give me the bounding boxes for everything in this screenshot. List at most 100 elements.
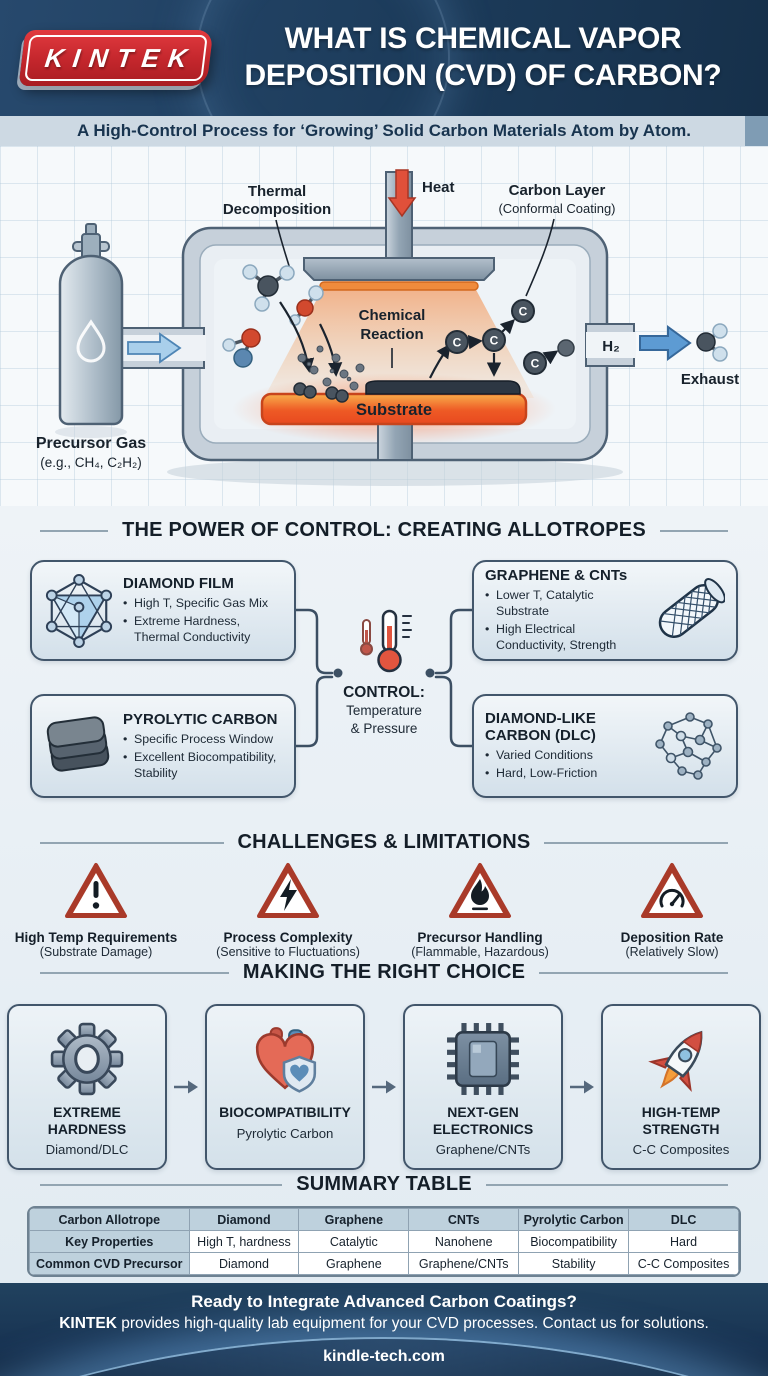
table-row: Key Properties High T, hardness Catalyti… [29, 1230, 739, 1253]
heading-rule [539, 971, 728, 974]
challenge-subtitle: (Substrate Damage) [39, 945, 153, 959]
heat-group: Heat [387, 169, 455, 218]
heading-rule [40, 841, 224, 844]
footer: Ready to Integrate Advanced Carbon Coati… [0, 1283, 768, 1376]
challenge-deposition-rate: Deposition Rate (Relatively Slow) [576, 862, 768, 959]
outlet-pipe: H₂ [585, 323, 636, 367]
choice-card-high-temp-strength: HIGH-TEMP STRENGTH C-C Composites [601, 1004, 761, 1170]
footer-brand: KINTEK [59, 1315, 117, 1332]
heading-rule [40, 1183, 283, 1186]
kintek-logo: KINTEK [18, 30, 214, 86]
control-connector-lines [294, 608, 474, 748]
page-title: WHAT IS CHEMICAL VAPOR DEPOSITION (CVD) … [210, 21, 756, 94]
choice-card-biocompatibility: BIOCOMPATIBILITY Pyrolytic Carbon [205, 1004, 365, 1170]
allotropes-heading: THE POWER OF CONTROL: CREATING ALLOTROPE… [122, 519, 646, 541]
decomposition-arrow-2 [319, 323, 343, 377]
allotrope-box-text: DIAMOND FILM High T, Specific Gas Mix Ex… [123, 575, 283, 646]
table-cell: Biocompatibility [518, 1230, 630, 1253]
choice-title: NEXT-GEN ELECTRONICS [432, 1104, 534, 1137]
website-link[interactable]: kindle-tech.com [323, 1348, 445, 1365]
molecule-network-icon [653, 709, 725, 783]
svg-text:C: C [453, 336, 462, 350]
warning-exclamation-icon [65, 863, 127, 918]
svg-text:Precursor Gas: Precursor Gas [36, 435, 146, 452]
challenge-title: Process Complexity [223, 930, 353, 945]
challenges-heading-row: CHALLENGES & LIMITATIONS [0, 820, 768, 854]
inlet-pipe [117, 327, 206, 369]
table-cell: Stability [518, 1252, 630, 1275]
table-row: Common CVD Precursor Diamond Graphene Gr… [29, 1252, 739, 1275]
challenge-high-temp: High Temp Requirements (Substrate Damage… [0, 862, 192, 959]
carbon-atoms: C C C C [429, 299, 575, 379]
gear-icon [9, 1018, 165, 1100]
nanotube-icon [653, 574, 725, 648]
subtitle-corner-accent [745, 116, 768, 146]
allotrope-box-pyrolytic-carbon: PYROLYTIC CARBON Specific Process Window… [30, 694, 296, 798]
bullet: Specific Process Window [123, 732, 283, 748]
thermometer-icon [353, 608, 415, 683]
layered-disks-icon [43, 710, 115, 782]
heat-arrow [387, 169, 417, 218]
allotrope-box-diamond-film: DIAMOND FILM High T, Specific Gas Mix Ex… [30, 560, 296, 661]
challenge-subtitle: (Flammable, Hazardous) [411, 945, 549, 959]
deposited-dimers [293, 382, 349, 403]
exhaust-group: Exhaust [639, 323, 739, 388]
choice-material: Pyrolytic Carbon [236, 1125, 334, 1141]
choice-title: BIOCOMPATIBILITY [219, 1104, 351, 1120]
allotrope-box-graphene-cnts: GRAPHENE & CNTs Lower T, Catalytic Subst… [472, 560, 738, 661]
challenge-subtitle: (Relatively Slow) [625, 945, 719, 959]
gas-inlet-arrow [127, 332, 182, 364]
cvd-process-diagram: Substrate H₂ Exhaust Heat Thermal Decomp… [0, 146, 768, 506]
table-cell: C-C Composites [628, 1252, 739, 1275]
table-cell: Graphene [298, 1252, 410, 1275]
choices-section: MAKING THE RIGHT CHOICE [0, 954, 768, 1170]
challenge-title: Deposition Rate [620, 930, 724, 945]
allotrope-box-text: DIAMOND-LIKE CARBON (DLC) Varied Conditi… [485, 710, 645, 782]
substrate-label: Substrate [356, 401, 432, 419]
summary-heading: SUMMARY TABLE [296, 1173, 472, 1195]
choice-title: HIGH-TEMP STRENGTH [641, 1104, 721, 1137]
subtitle-text: A High-Control Process for ‘Growing’ Sol… [77, 121, 691, 140]
allotrope-title: PYROLYTIC CARBON [123, 710, 278, 728]
table-header-cell: Carbon Allotrope [29, 1208, 190, 1231]
bullet: Varied Conditions [485, 748, 645, 764]
allotropes-heading-row: THE POWER OF CONTROL: CREATING ALLOTROPE… [0, 506, 768, 542]
control-line1: Temperature [346, 703, 422, 718]
choice-cards-row: EXTREME HARDNESS Diamond/DLC [0, 1004, 768, 1170]
challenge-precursor-handling: Precursor Handling (Flammable, Hazardous… [384, 862, 576, 959]
summary-section: SUMMARY TABLE Carbon Allotrope Diamond G… [0, 1170, 768, 1283]
exhaust-molecule [696, 323, 728, 362]
svg-text:C: C [519, 305, 528, 319]
allotrope-bullets: Varied Conditions Hard, Low-Friction [485, 748, 645, 782]
choice-title: EXTREME HARDNESS [47, 1104, 127, 1137]
precursor-gas-label: Precursor Gas (e.g., CH₄, C₂H₂) [36, 435, 146, 470]
svg-text:(Conformal Coating): (Conformal Coating) [498, 201, 615, 216]
flow-arrow-icon [174, 1080, 198, 1094]
warning-flame-icon [449, 863, 511, 918]
bullet: High Electrical Conductivity, Strength [485, 622, 645, 654]
svg-text:C: C [490, 334, 499, 348]
allotrope-title: GRAPHENE & CNTs [485, 567, 628, 585]
challenges-heading: CHALLENGES & LIMITATIONS [237, 831, 531, 853]
chamber-shadow [167, 458, 623, 486]
footer-cta-title: Ready to Integrate Advanced Carbon Coati… [191, 1292, 577, 1311]
table-header-cell: Pyrolytic Carbon [518, 1208, 630, 1231]
choices-heading: MAKING THE RIGHT CHOICE [242, 961, 526, 983]
bullet: Lower T, Catalytic Substrate [485, 588, 645, 620]
choice-card-extreme-hardness: EXTREME HARDNESS Diamond/DLC [7, 1004, 167, 1170]
heater-assembly [303, 171, 495, 291]
bullet: High T, Specific Gas Mix [123, 596, 283, 612]
allotrope-title: DIAMOND-LIKE CARBON (DLC) [485, 709, 596, 745]
bullet: Hard, Low-Friction [485, 766, 645, 782]
allotrope-bullets: Specific Process Window Excellent Biocom… [123, 732, 283, 782]
table-row-label: Common CVD Precursor [29, 1252, 190, 1275]
allotropes-section: THE POWER OF CONTROL: CREATING ALLOTROPE… [0, 506, 768, 820]
exhaust-label: Exhaust [681, 371, 739, 388]
gas-cylinder [58, 223, 124, 426]
challenge-subtitle: (Sensitive to Fluctuations) [216, 945, 360, 959]
flow-arrow-icon [570, 1080, 594, 1094]
bullet: Extreme Hardness, Thermal Conductivity [123, 614, 283, 646]
choices-heading-row: MAKING THE RIGHT CHOICE [0, 954, 768, 984]
table-row: Carbon Allotrope Diamond Graphene CNTs P… [29, 1208, 739, 1231]
allotrope-bullets: High T, Specific Gas Mix Extreme Hardnes… [123, 596, 283, 646]
